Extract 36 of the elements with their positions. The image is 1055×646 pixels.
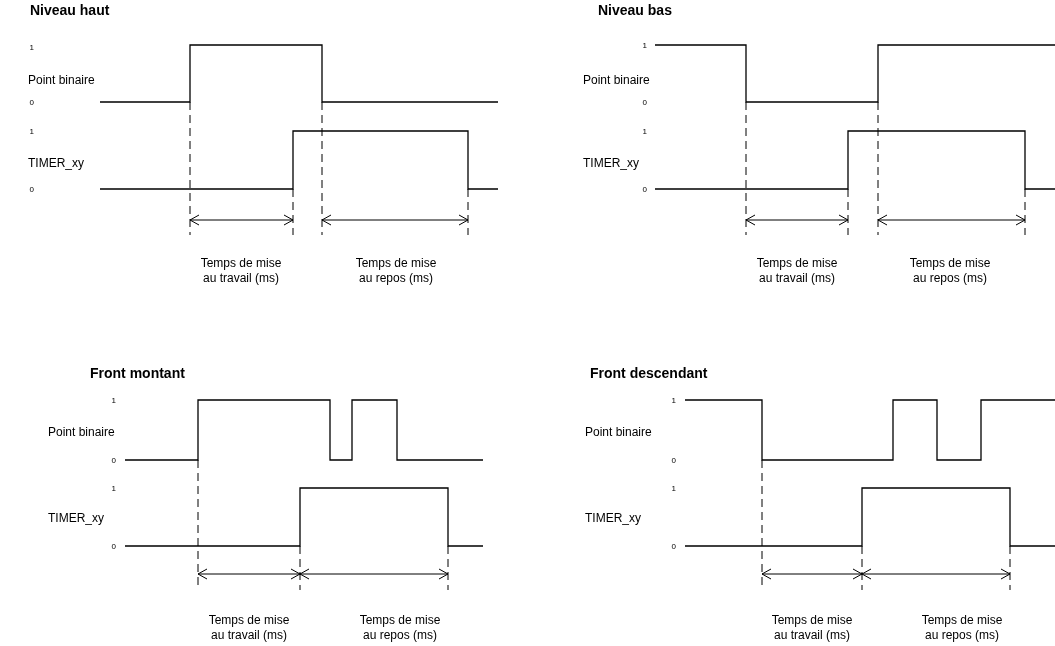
duration-label: Temps de mise au travail (ms): [207, 613, 291, 643]
signal-name: TIMER_xy: [28, 155, 84, 171]
duration-label: Temps de mise au repos (ms): [354, 256, 438, 286]
level-label: 1: [29, 42, 35, 52]
panel-heading: Front descendant: [590, 365, 708, 381]
level-label: 1: [671, 395, 677, 405]
level-label: 1: [642, 40, 648, 50]
signal-name: TIMER_xy: [583, 155, 639, 171]
panel-heading: Niveau bas: [598, 2, 672, 18]
duration-label: Temps de mise au repos (ms): [920, 613, 1004, 643]
level-label: 0: [671, 455, 677, 465]
panel-heading: Front montant: [90, 365, 185, 381]
duration-label: Temps de mise au repos (ms): [358, 613, 442, 643]
level-label: 0: [671, 541, 677, 551]
panel-heading: Niveau haut: [30, 2, 110, 18]
signal-name: Point binaire: [583, 72, 650, 88]
signal-name: Point binaire: [48, 424, 115, 440]
duration-label: Temps de mise au travail (ms): [199, 256, 283, 286]
level-label: 1: [29, 126, 35, 136]
duration-label: Temps de mise au travail (ms): [770, 613, 854, 643]
level-label: 0: [111, 455, 117, 465]
signal-name: TIMER_xy: [585, 510, 641, 526]
signal-name: Point binaire: [28, 72, 95, 88]
level-label: 1: [111, 483, 117, 493]
signal-name: Point binaire: [585, 424, 652, 440]
level-label: 0: [29, 97, 35, 107]
level-label: 1: [111, 395, 117, 405]
level-label: 0: [111, 541, 117, 551]
level-label: 1: [642, 126, 648, 136]
duration-label: Temps de mise au repos (ms): [908, 256, 992, 286]
level-label: 1: [671, 483, 677, 493]
signal-name: TIMER_xy: [48, 510, 104, 526]
level-label: 0: [642, 97, 648, 107]
level-label: 0: [29, 184, 35, 194]
duration-label: Temps de mise au travail (ms): [755, 256, 839, 286]
level-label: 0: [642, 184, 648, 194]
